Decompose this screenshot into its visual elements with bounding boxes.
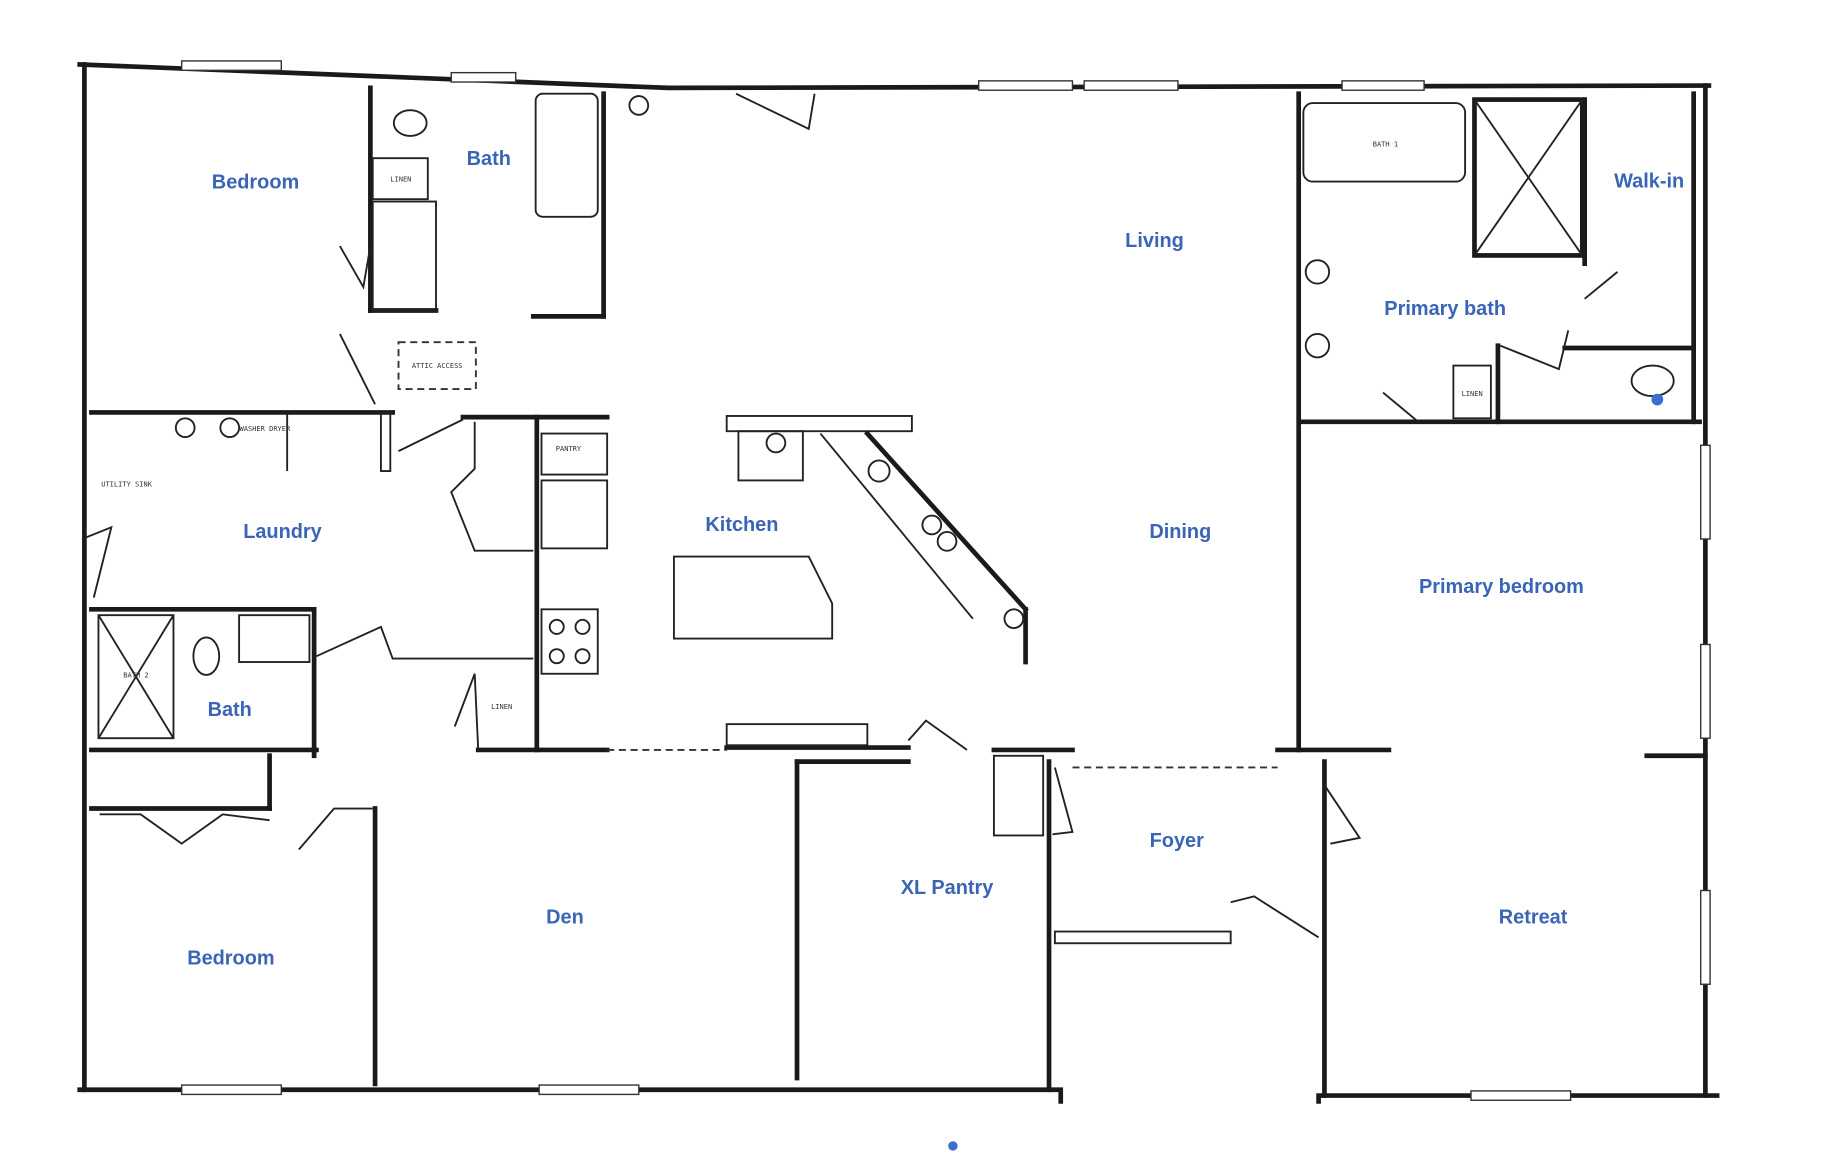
cabinet [540,479,609,550]
burner [548,618,565,635]
label-xl-pantry: XL Pantry [901,877,994,899]
washer [174,417,196,438]
note-linen-3: LINEN [491,702,512,711]
range [540,608,599,675]
fixture [628,95,650,116]
label-primary-bath: Primary bath [1384,298,1506,320]
sink [1003,608,1025,629]
window [450,71,517,83]
window [538,1084,640,1096]
appliance [936,531,958,552]
label-bedroom-bottom: Bedroom [187,947,274,969]
window [977,80,1074,91]
bathtub [1302,102,1467,183]
label-bath-2: Bath [208,699,252,721]
toilet [392,109,428,137]
label-walk-in: Walk-in [1614,170,1684,192]
built-in-oven [737,430,804,482]
kitchen-counter [725,415,913,433]
fixtures [97,92,1675,747]
label-primary-bedroom: Primary bedroom [1419,576,1584,598]
label-den: Den [546,906,584,928]
sink [1304,333,1331,359]
note-attic-access: ATTIC ACCESS [412,361,463,370]
shower [1472,97,1585,258]
cabinet [725,723,869,747]
label-kitchen: Kitchen [705,514,778,536]
window [1699,444,1711,540]
label-dining: Dining [1149,521,1211,543]
sink [1304,259,1331,285]
window [180,1084,283,1096]
note-washer-dryer: WASHER DRYER [240,424,291,433]
fixture-notes: LINEN ATTIC ACCESS PANTRY BATH 1 BATH 2 … [101,139,1482,710]
linen-closet [1452,364,1492,420]
note-bath-2: BATH 2 [123,670,148,679]
window [1341,80,1425,91]
toilet [192,636,221,676]
label-foyer: Foyer [1150,830,1204,852]
vanity [238,614,311,663]
window [1699,889,1711,985]
window [1470,1090,1572,1101]
burner [574,618,591,635]
window [1699,643,1711,739]
marker-dot [1651,393,1664,406]
page-indicator-dot[interactable] [948,1141,958,1151]
note-utility-sink: UTILITY SINK [101,479,152,488]
door-swings [81,92,1619,939]
attic-access-hatch [397,341,477,390]
window [180,60,283,72]
appliance [867,459,891,483]
label-laundry: Laundry [243,521,322,543]
appliance [921,514,943,536]
linen-closet [371,157,429,201]
label-bedroom-top: Bedroom [212,172,299,194]
note-pantry: PANTRY [556,444,582,453]
note-linen-2: LINEN [1462,389,1483,398]
bathtub [534,92,599,218]
note-linen: LINEN [390,175,411,184]
label-bath-top: Bath [467,148,511,170]
pantry-cabinet [540,432,609,476]
interior-walls [89,85,1708,1098]
kitchen-island [673,555,834,640]
window [1083,80,1179,91]
burner [574,648,591,665]
label-living: Living [1125,230,1184,252]
burner [548,648,565,665]
shower [97,614,175,740]
label-retreat: Retreat [1499,906,1568,928]
dryer [219,417,241,438]
toilet [1630,364,1675,397]
note-bath-1: BATH 1 [1373,139,1398,148]
closet [371,200,437,312]
room-labels: Bedroom Bath Living Walk-in Primary bath… [187,148,1684,969]
windows [180,60,1711,1101]
